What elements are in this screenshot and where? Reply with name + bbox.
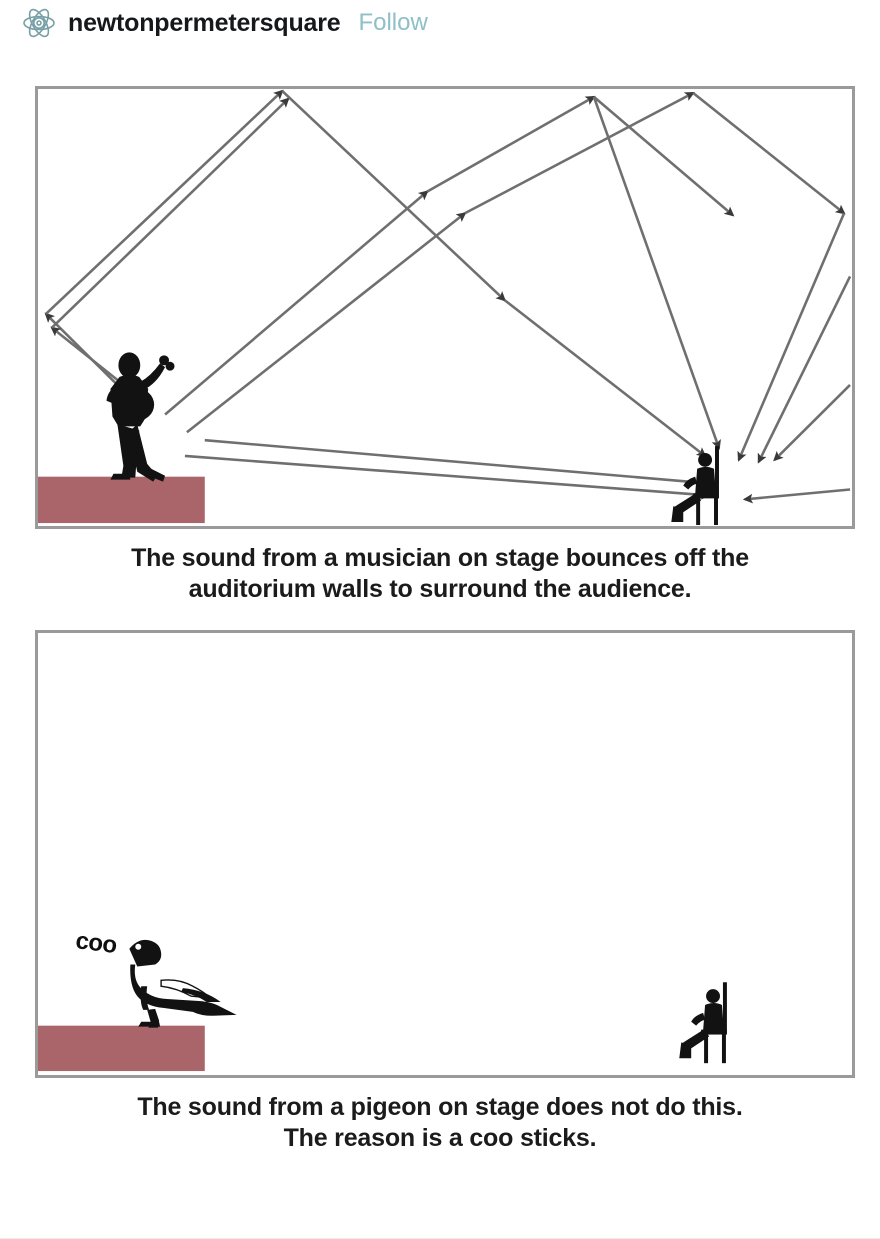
follow-button[interactable]: Follow: [358, 9, 428, 36]
meme-image: The sound from a musician on stage bounc…: [0, 46, 880, 1239]
pigeon-diagram-svg: [38, 939, 727, 1072]
pigeon-diagram-panel: coo: [35, 630, 855, 1078]
musician-silhouette: [106, 352, 175, 482]
caption-two: The sound from a pigeon on stage does no…: [0, 1092, 880, 1154]
stage-platform: [38, 476, 205, 524]
pigeon-silhouette: [129, 939, 237, 1028]
caption-two-line-2: The reason is a coo sticks.: [283, 1124, 597, 1152]
stage-platform: [38, 1025, 205, 1072]
sound-ray-group: [44, 89, 852, 504]
audience-silhouette: [679, 982, 727, 1064]
caption-one-line-1: The sound from a musician on stage bounc…: [131, 544, 749, 572]
audience-silhouette: [671, 446, 719, 526]
acoustics-diagram-panel: [35, 86, 855, 529]
caption-one-line-2: auditorium walls to surround the audienc…: [188, 575, 692, 603]
atom-icon[interactable]: [22, 8, 56, 38]
coo-sound-label: coo: [74, 927, 119, 960]
caption-one: The sound from a musician on stage bounc…: [0, 543, 880, 605]
post-header: newtonpermetersquare Follow: [0, 0, 880, 46]
blog-name[interactable]: newtonpermetersquare: [68, 8, 341, 37]
caption-two-line-1: The sound from a pigeon on stage does no…: [137, 1093, 743, 1121]
acoustics-diagram-svg: [38, 89, 852, 526]
